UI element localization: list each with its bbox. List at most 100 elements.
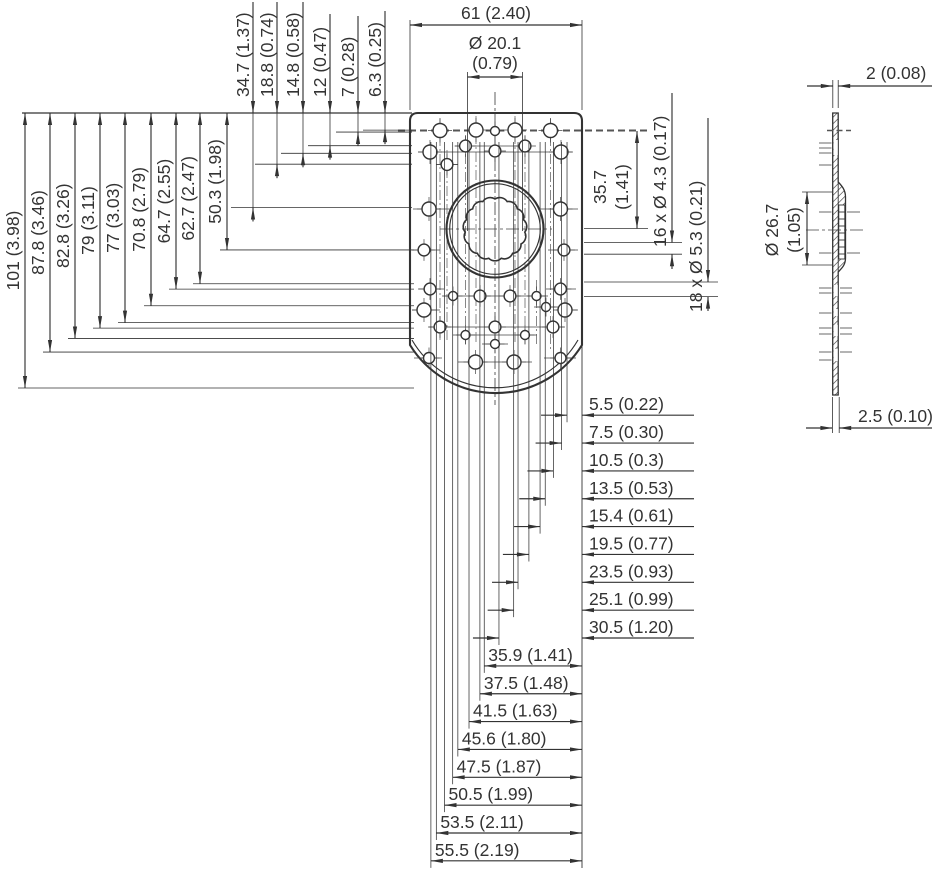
- arrowhead: [541, 468, 554, 473]
- large-holes-callout-label: 18 x Ø 5.3 (0.21): [686, 181, 706, 312]
- arrowhead: [705, 296, 711, 309]
- arrowhead: [506, 580, 519, 585]
- left-dim-8: 50.3 (1.98): [205, 113, 414, 251]
- dimension-label: 35.9 (1.41): [488, 645, 573, 665]
- plate-hole: [422, 144, 438, 160]
- side-view-profile: [806, 112, 864, 396]
- arrowhead: [669, 254, 675, 267]
- center-height-dim-label: 35.7: [590, 170, 610, 204]
- plate-hole: [422, 351, 436, 365]
- dimension-label: 45.6 (1.80): [462, 728, 547, 748]
- dimension-label: 14.8 (0.58): [283, 12, 303, 97]
- section-gap: [833, 325, 838, 336]
- arrowhead: [148, 293, 154, 306]
- arrowhead: [148, 113, 154, 125]
- arrowhead: [197, 271, 203, 284]
- bore-outer-circle: [445, 179, 545, 279]
- arrowhead: [224, 113, 230, 125]
- arrowhead: [430, 858, 443, 863]
- dimension-label: 19.5 (0.77): [589, 533, 674, 553]
- bottom-dim-2: 41.5 (1.63): [468, 142, 582, 729]
- center-height-dim: [584, 131, 648, 229]
- arrowhead: [97, 316, 103, 329]
- arrowhead: [570, 803, 582, 808]
- arrowhead: [327, 145, 333, 158]
- side-bottom-thickness-label: 2.5 (0.10): [858, 406, 933, 426]
- arrowhead: [570, 691, 582, 696]
- bottom-dim-4: 47.5 (1.87): [452, 142, 582, 785]
- plate-hole: [468, 122, 484, 138]
- plate-hole: [519, 329, 531, 341]
- plate-hole: [557, 243, 571, 257]
- arrowhead: [516, 552, 529, 557]
- bottom-right-dim-0: 5.5 (0.22): [541, 142, 694, 423]
- plate-hole: [557, 302, 573, 318]
- plate-hole: [546, 320, 560, 334]
- section-gap: [833, 140, 838, 155]
- arrowhead: [436, 830, 449, 836]
- side-bottom-thickness-dim: [806, 397, 932, 433]
- dimension-label: 47.5 (1.87): [457, 756, 542, 776]
- arrowhead: [634, 216, 640, 229]
- dimension-label: 79 (3.11): [78, 186, 98, 255]
- top-dim-5: 6.3 (0.25): [363, 11, 412, 145]
- plate-hole: [507, 122, 523, 138]
- center-height-dim-inches-label: (1.41): [612, 164, 632, 210]
- dimension-label: 15.4 (0.61): [589, 506, 674, 526]
- plate-hole: [531, 290, 542, 302]
- arrowhead: [555, 413, 568, 418]
- arrowhead: [300, 153, 306, 166]
- arrowhead: [382, 130, 388, 143]
- arrowhead: [570, 858, 582, 863]
- dimension-label: 64.7 (2.55): [154, 159, 174, 244]
- bottom-dim-7: 55.5 (2.19): [430, 142, 582, 868]
- left-dim-5: 70.8 (2.79): [129, 113, 414, 307]
- plate-hole: [423, 282, 437, 296]
- bottom-right-dim-1: 7.5 (0.30): [535, 142, 694, 451]
- arrowhead: [224, 237, 230, 250]
- plate-hole: [489, 125, 501, 137]
- arrowhead: [804, 192, 810, 204]
- left-dim-6: 64.7 (2.55): [154, 113, 414, 290]
- plate-hole: [433, 320, 447, 334]
- arrowhead: [501, 608, 514, 613]
- large-holes-callout: [584, 118, 718, 311]
- plate-hole: [553, 282, 568, 296]
- spline-section: [838, 204, 846, 260]
- arrowhead: [479, 691, 492, 696]
- arrowhead: [705, 270, 711, 282]
- top-dim-3: 12 (0.47): [308, 14, 412, 160]
- top-dim-1: 18.8 (0.74): [255, 2, 412, 179]
- arrowhead: [570, 719, 582, 724]
- dimension-label: 5.5 (0.22): [589, 394, 664, 414]
- side-boss-diameter-label: Ø 26.7: [762, 204, 782, 257]
- bottom-dim-5: 50.5 (1.99): [444, 142, 582, 813]
- left-dim-3: 79 (3.11): [78, 113, 414, 329]
- arrowhead: [467, 74, 480, 80]
- bottom-right-dim-2: 10.5 (0.3): [527, 142, 694, 478]
- arrowhead: [327, 101, 333, 113]
- plate-hole: [460, 329, 471, 341]
- plate-hole: [518, 139, 532, 153]
- bottom-right-dim-5: 19.5 (0.77): [502, 142, 694, 562]
- dimension-label: 50.5 (1.99): [449, 784, 534, 804]
- dimension-label: 13.5 (0.53): [589, 478, 674, 498]
- top-dim-2: 14.8 (0.58): [281, 2, 412, 168]
- bottom-right-dim-4: 15.4 (0.61): [514, 142, 694, 534]
- small-holes-callout: [584, 93, 682, 269]
- side-top-thickness-dim: [807, 80, 932, 108]
- front-view-plate: [408, 111, 584, 395]
- arrowhead: [97, 113, 103, 125]
- plate-hole: [458, 139, 473, 153]
- arrowhead: [300, 101, 306, 113]
- dimension-label: 62.7 (2.47): [178, 156, 198, 241]
- arrowhead: [72, 113, 78, 125]
- arrowhead: [410, 22, 422, 28]
- arrowhead: [250, 207, 256, 220]
- dimension-lines: 101 (3.98)87.8 (3.46)82.8 (3.26)79 (3.11…: [3, 2, 932, 868]
- arrowhead: [122, 310, 128, 323]
- bore-dim: [467, 72, 523, 231]
- dimension-label: 6.3 (0.25): [365, 22, 385, 97]
- arrowhead: [570, 747, 582, 752]
- bottom-dim-6: 53.5 (2.11): [435, 142, 582, 840]
